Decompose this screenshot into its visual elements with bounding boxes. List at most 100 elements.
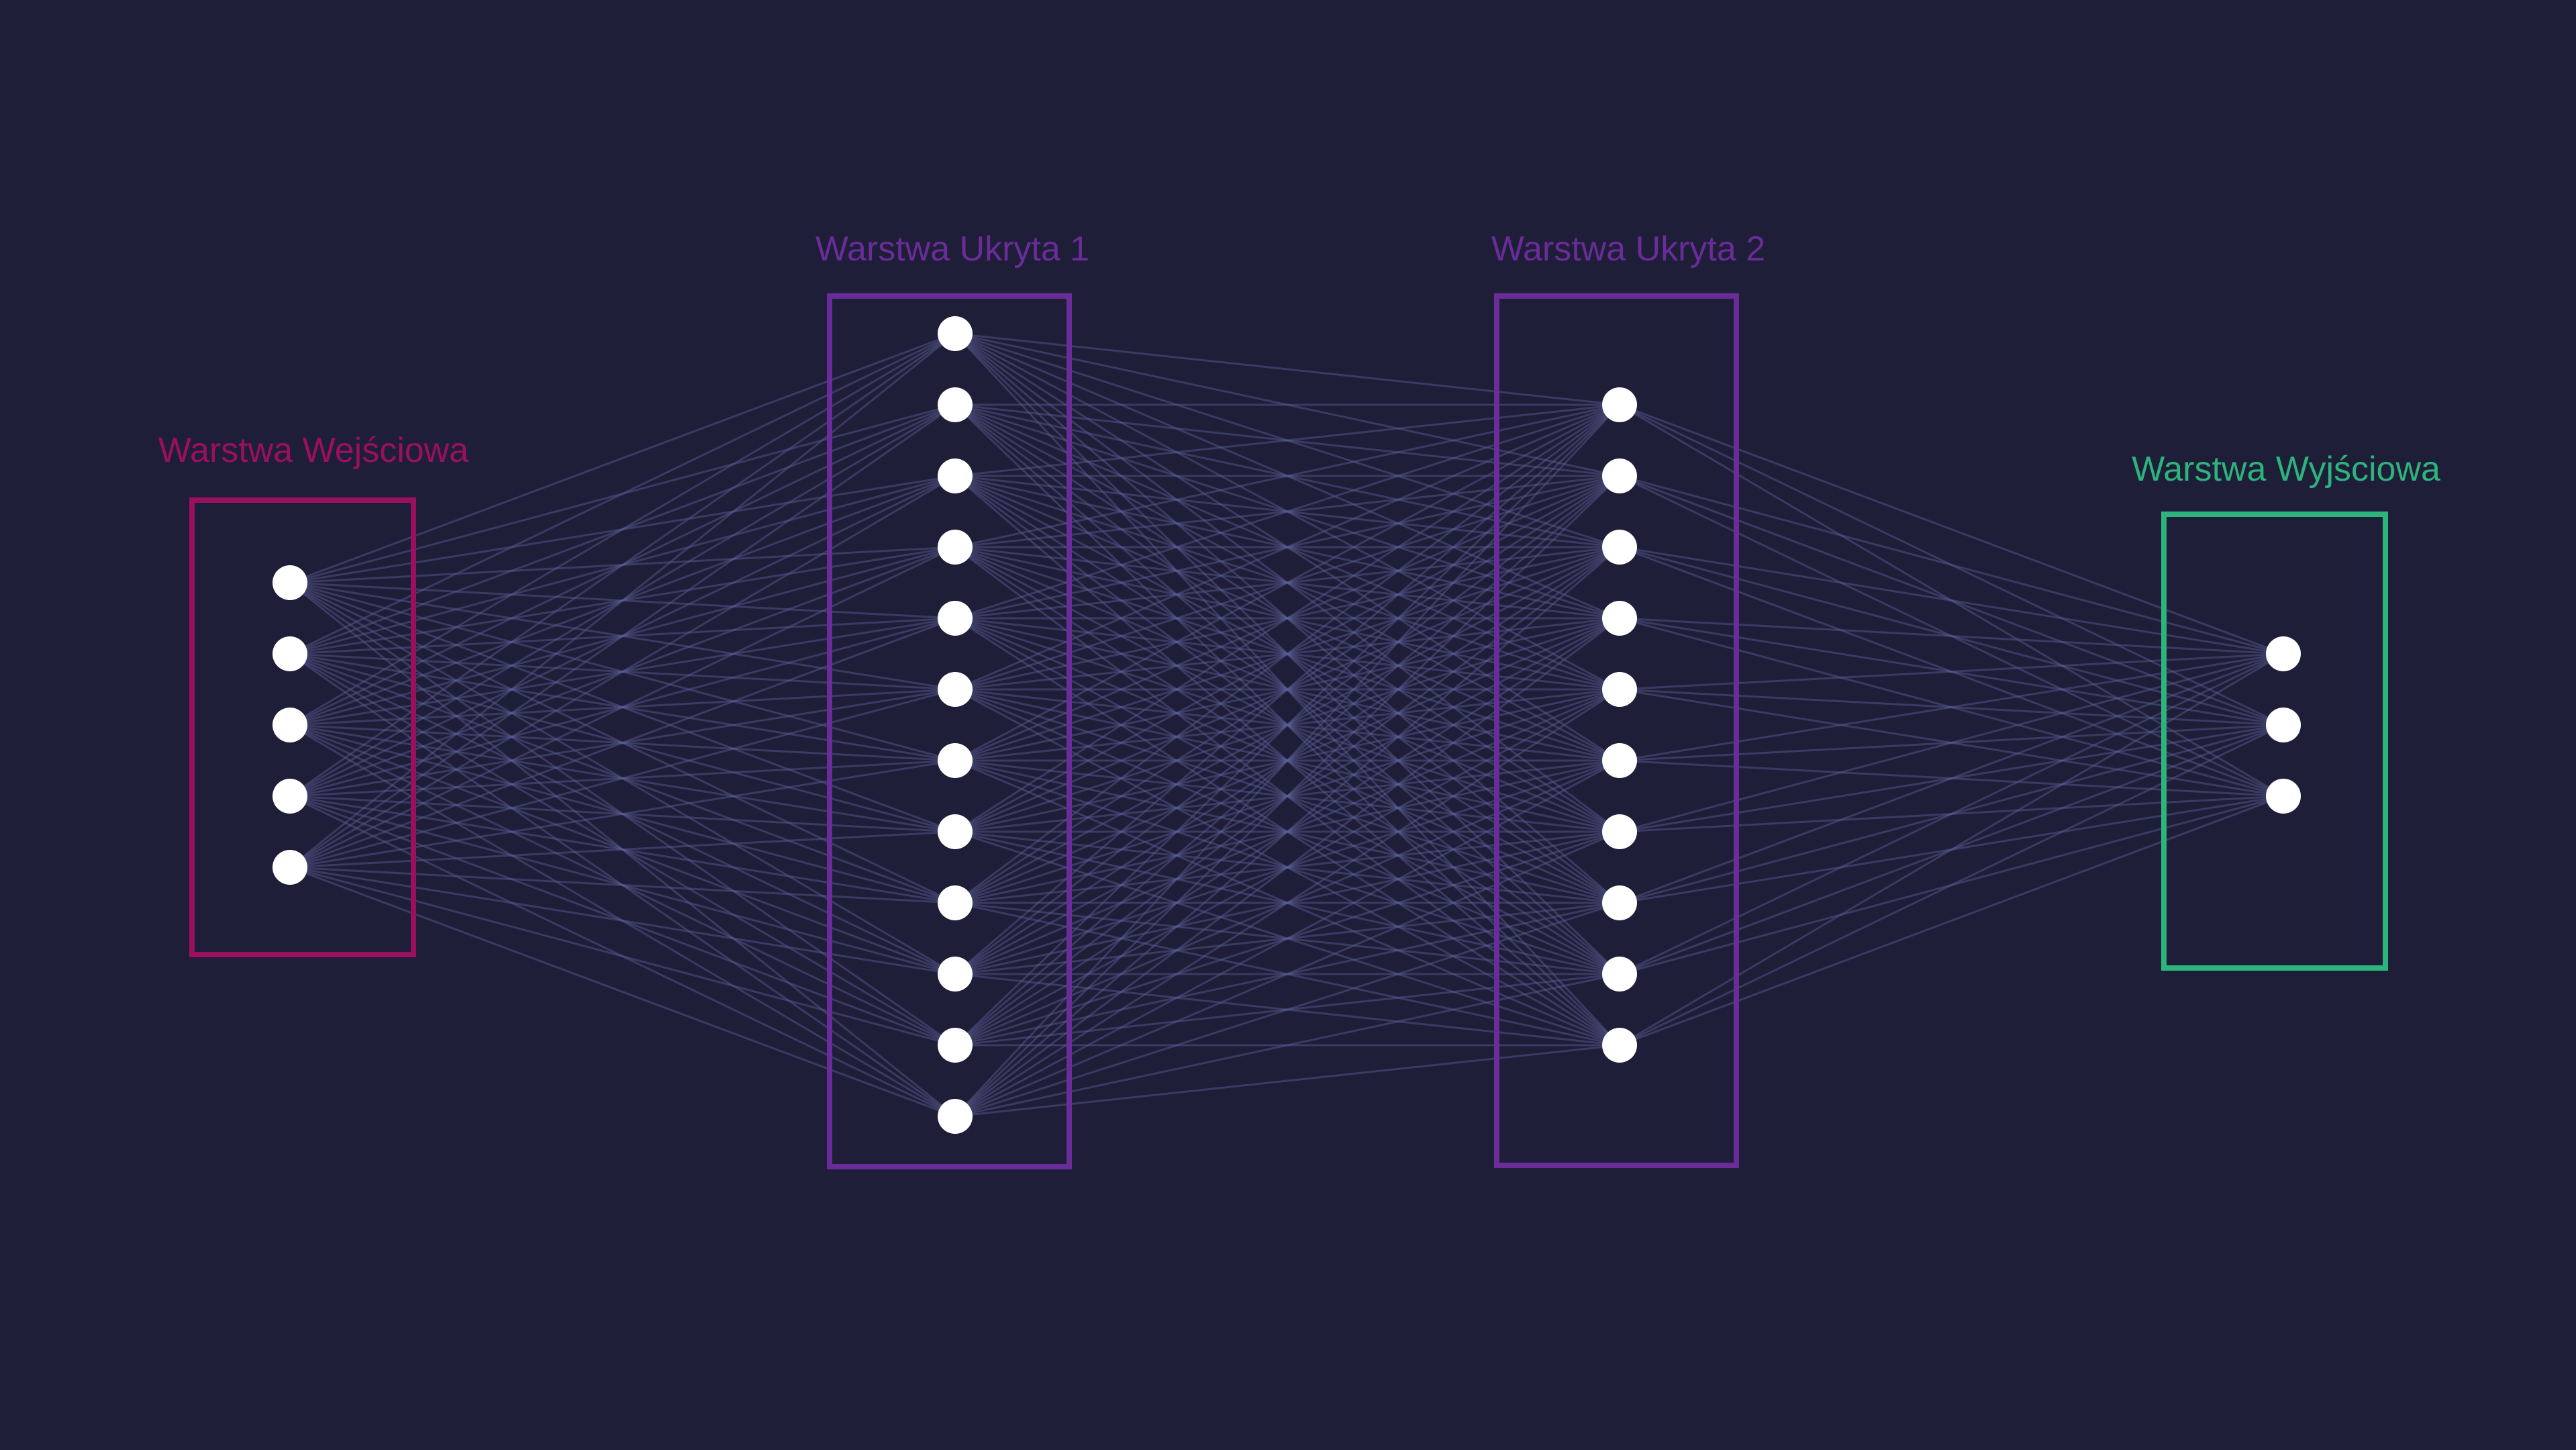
layer-hidden-1-neuron xyxy=(938,530,973,565)
connection-line xyxy=(1619,759,2284,798)
layer-hidden-2: Warstwa Ukryta 2 xyxy=(1491,230,1765,1168)
connection-line xyxy=(289,332,956,869)
connection-line xyxy=(289,546,956,869)
connection-line xyxy=(954,759,1620,1118)
layer-hidden-1-neuron xyxy=(938,743,973,778)
layer-hidden-1-neuron xyxy=(938,458,973,493)
connection-line xyxy=(1619,475,2284,726)
connection-line xyxy=(954,475,1620,620)
layer-hidden-1-neuron xyxy=(938,672,973,707)
connection-line xyxy=(1619,617,2284,798)
layer-hidden-2-neuron xyxy=(1602,530,1637,565)
connection-line xyxy=(954,403,1620,548)
layer-input-box xyxy=(189,497,416,957)
connection-line xyxy=(289,617,956,869)
connection-line xyxy=(954,617,1620,762)
connection-line xyxy=(289,795,956,1118)
layer-hidden-2-nodes xyxy=(1602,387,1637,1063)
layer-input-neuron xyxy=(273,708,307,742)
connection-line xyxy=(954,403,1621,1118)
connection-line xyxy=(954,617,1620,1047)
layer-hidden-1-neuron xyxy=(938,1099,973,1134)
connection-line xyxy=(954,973,1620,1047)
connection-line xyxy=(954,830,1620,1047)
connection-line xyxy=(954,759,1620,1047)
connection-line xyxy=(954,332,1620,620)
connection-line xyxy=(954,759,1620,1047)
connection-line xyxy=(954,617,1620,833)
connection-line xyxy=(954,546,1620,691)
layer-hidden-1-neuron xyxy=(938,814,973,849)
connection-line xyxy=(954,475,1620,833)
connection-line xyxy=(954,475,1620,1047)
connection-line xyxy=(954,902,1620,975)
connection-line xyxy=(1619,795,2284,833)
connection-line xyxy=(289,652,956,833)
connection-line xyxy=(954,830,1620,975)
connection-line xyxy=(954,403,1620,904)
connection-line xyxy=(289,581,956,1047)
connection-line xyxy=(954,475,1620,762)
connection-line xyxy=(289,617,956,655)
connection-line xyxy=(954,475,1621,1118)
connection-line xyxy=(954,403,1620,833)
connection-line xyxy=(289,866,956,904)
connection-line xyxy=(954,617,1620,833)
connection-line xyxy=(954,688,1620,904)
connection-line xyxy=(954,403,1620,975)
layer-input-neuron xyxy=(273,565,307,600)
connection-line xyxy=(1619,475,2284,798)
layer-output-nodes xyxy=(2266,636,2301,814)
connection-line xyxy=(1619,546,2284,726)
connection-line xyxy=(954,617,1620,1118)
connection-line xyxy=(954,475,1620,762)
layer-hidden-1-neuron xyxy=(938,316,973,351)
connection-line xyxy=(1619,403,2284,726)
connection-line xyxy=(289,403,956,869)
layer-hidden-2-neuron xyxy=(1602,957,1637,992)
connection-line xyxy=(954,688,1620,833)
connection-line xyxy=(289,546,956,726)
connection-line xyxy=(1619,724,2284,762)
connection-line xyxy=(954,617,1620,1047)
connection-line xyxy=(954,403,1620,548)
connection-line xyxy=(1619,795,2284,1047)
layer-output-box xyxy=(2161,512,2388,971)
connection-line xyxy=(1619,546,2284,798)
connection-line xyxy=(289,403,956,655)
connection-line xyxy=(289,652,956,975)
connection-line xyxy=(954,332,1620,548)
connection-line xyxy=(1619,475,2284,655)
layer-hidden-1-neuron xyxy=(938,957,973,992)
layer-hidden-1-neuron xyxy=(938,1028,973,1063)
connection-line xyxy=(954,546,1620,1118)
connection-line xyxy=(1619,652,2284,691)
connection-line xyxy=(954,830,1620,904)
connection-line xyxy=(954,688,1620,975)
connection-line xyxy=(954,617,1620,975)
connection-line xyxy=(289,332,956,655)
connection-line xyxy=(954,332,1620,691)
connection-line xyxy=(1619,403,2284,798)
connection-line xyxy=(954,546,1620,975)
connection-line xyxy=(954,475,1620,975)
connection-line xyxy=(289,581,956,762)
connection-line xyxy=(289,866,956,1118)
connection-line xyxy=(289,795,956,833)
connection-line xyxy=(954,902,1620,1047)
connection-line xyxy=(954,759,1620,975)
connection-line xyxy=(954,688,1620,1047)
layer-hidden-2-box xyxy=(1494,293,1739,1168)
layer-hidden-1-label: Warstwa Ukryta 1 xyxy=(815,230,1089,269)
connection-line xyxy=(954,403,1620,904)
connection-line xyxy=(954,546,1620,975)
connection-line xyxy=(289,332,956,726)
connection-line xyxy=(289,475,956,869)
connection-line xyxy=(954,403,1620,975)
connection-line xyxy=(954,546,1620,762)
connection-line xyxy=(954,617,1620,904)
connection-line xyxy=(1619,652,2284,762)
connection-line xyxy=(289,546,956,798)
layer-input-neuron xyxy=(273,636,307,671)
